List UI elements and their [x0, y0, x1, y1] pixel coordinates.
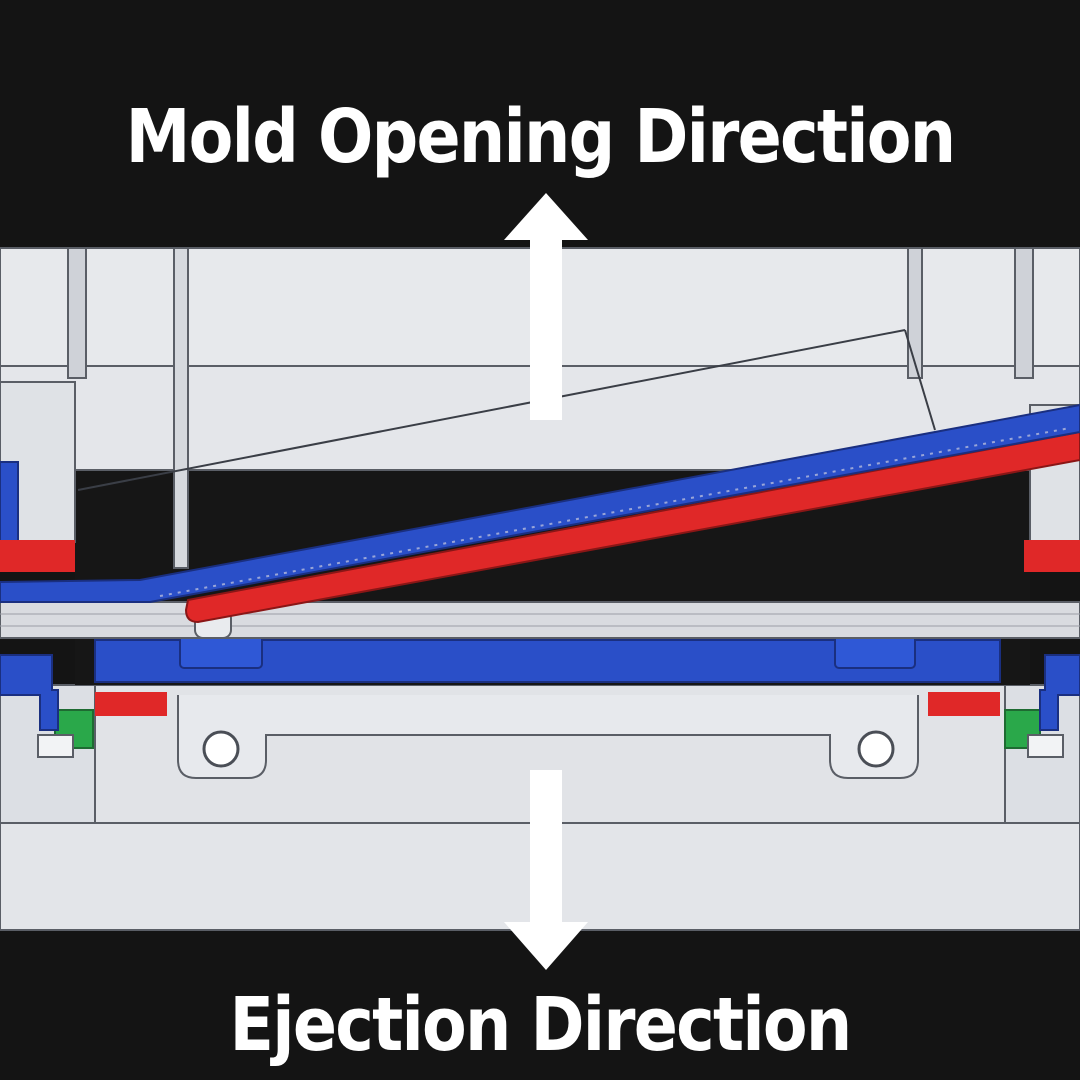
right-blue-bracket	[1039, 654, 1080, 731]
guide-rod	[0, 601, 1080, 639]
left-upper-red-insert	[0, 540, 75, 572]
right-lower-red-insert	[928, 692, 1000, 716]
left-blue-bracket	[0, 654, 59, 731]
mold-opening-direction-label: Mold Opening Direction	[125, 94, 956, 180]
parting-line	[77, 329, 906, 491]
ejector-plate-outline	[177, 695, 919, 779]
left-leader-pin	[67, 247, 87, 379]
angled-lifter-red	[184, 430, 1080, 624]
left-small-pad	[37, 734, 74, 758]
right-upper-red-insert	[1024, 540, 1080, 572]
right-bolt-hole	[857, 730, 895, 768]
right-retainer-boss	[834, 633, 916, 669]
right-guide-post	[907, 247, 923, 379]
left-blue-block	[0, 461, 19, 548]
ejection-direction-label: Ejection Direction	[229, 982, 853, 1068]
angled-lifter-blue	[0, 403, 1080, 603]
left-guide-post	[173, 247, 189, 569]
left-retainer-boss	[179, 633, 263, 669]
right-small-pad	[1027, 734, 1064, 758]
arrow-up-icon	[504, 193, 588, 420]
right-leader-pin	[1014, 247, 1034, 379]
left-bolt-hole	[202, 730, 240, 768]
arrow-down-icon	[504, 770, 588, 970]
left-lower-red-insert	[95, 692, 167, 716]
